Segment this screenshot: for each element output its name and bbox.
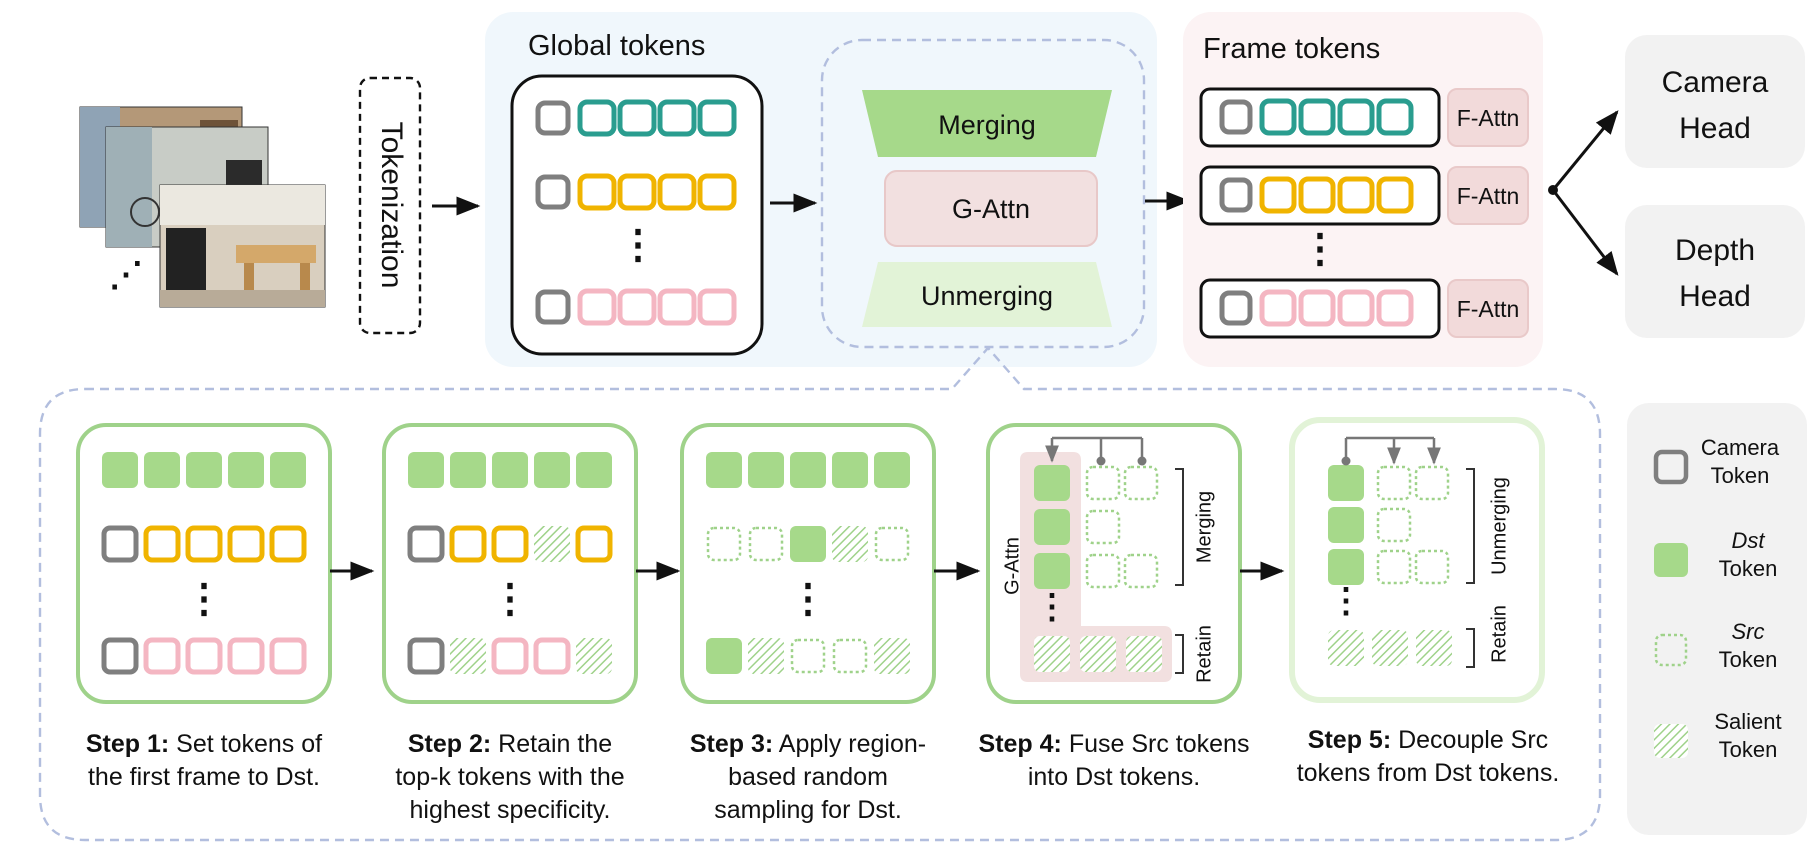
step5-retain-bracket [1466,628,1475,668]
step5-dots: ⋮ [1329,582,1363,620]
step5-retain-label: Retain [1488,605,1510,663]
gattn-label: G-Attn [952,194,1030,224]
step5-decouple-connectors [1341,436,1441,466]
fattn-label: F-Attn [1457,183,1520,209]
unmerging-label: Unmerging [921,281,1053,311]
global-token-row [535,288,737,326]
camera-head-line2: Head [1679,112,1751,145]
salient-token [534,526,570,562]
salient-token [450,638,486,674]
frame-token-row [1199,87,1529,148]
arrow-to-depth-head [1551,189,1619,276]
step4-merging-bracket [1175,468,1184,586]
step4-fuse-connectors [1045,436,1147,466]
fattn-block [1447,88,1529,147]
merging-block [862,90,1112,157]
step4-tokens [1034,465,1162,672]
arrow-to-camera-head [1551,110,1619,191]
frame-photo-3 [159,184,326,308]
global-tokens-title: Global tokens [528,30,705,62]
camera-token [535,174,571,210]
step5-tokens [1328,465,1452,666]
step4-merging-label: Merging [1193,491,1215,563]
step1-panel [76,423,332,704]
step5-unmerging-bracket [1466,468,1475,584]
step2-tokens [407,452,613,675]
merging-label: Merging [938,110,1036,140]
step1-dots: ⋮ [184,577,224,621]
global-token-row [535,173,737,211]
step2-panel [382,423,638,704]
global-rows-dots: ⋮ [618,223,658,267]
step4-dots: ⋮ [1035,588,1069,626]
depth-head-line2: Head [1679,280,1751,313]
tokenization-block [358,76,422,335]
salient-token [576,638,612,674]
camera-head-line1: Camera [1662,66,1769,99]
step3-panel [680,423,936,704]
camera-token [535,289,571,325]
gattn-block [884,170,1098,247]
step3-tokens [706,452,910,674]
camera-token [535,100,571,136]
detail-callout-outline [38,346,1602,842]
step1-tokens [101,452,307,675]
merge-attention-module [820,38,1146,349]
step4-gattn-label: G-Attn [1001,537,1023,595]
global-token-row [535,99,737,137]
fattn-label: F-Attn [1457,105,1520,131]
step3-dots: ⋮ [788,577,828,621]
camera-head [1625,35,1805,168]
fattn-block [1447,279,1529,338]
input-frames [79,106,326,308]
step4-retain-bracket [1175,634,1184,674]
step4-retain-label: Retain [1193,625,1215,683]
unmerging-block [862,262,1112,327]
frame-token-row [1199,165,1529,226]
depth-head-line1: Depth [1675,234,1755,267]
step5-unmerging-label: Unmerging [1488,477,1510,575]
fattn-label: F-Attn [1457,296,1520,322]
tokenization-label: Tokenization [375,122,408,289]
frame-rows-dots: ⋮ [1300,227,1340,271]
frame-stack-dots: ⋰ [109,256,143,294]
fattn-block [1447,166,1529,225]
frame-token-row [1199,278,1529,339]
frame-tokens-title: Frame tokens [1203,33,1380,65]
depth-head [1625,205,1805,338]
step2-dots: ⋮ [490,577,530,621]
global-token-block [510,74,764,356]
